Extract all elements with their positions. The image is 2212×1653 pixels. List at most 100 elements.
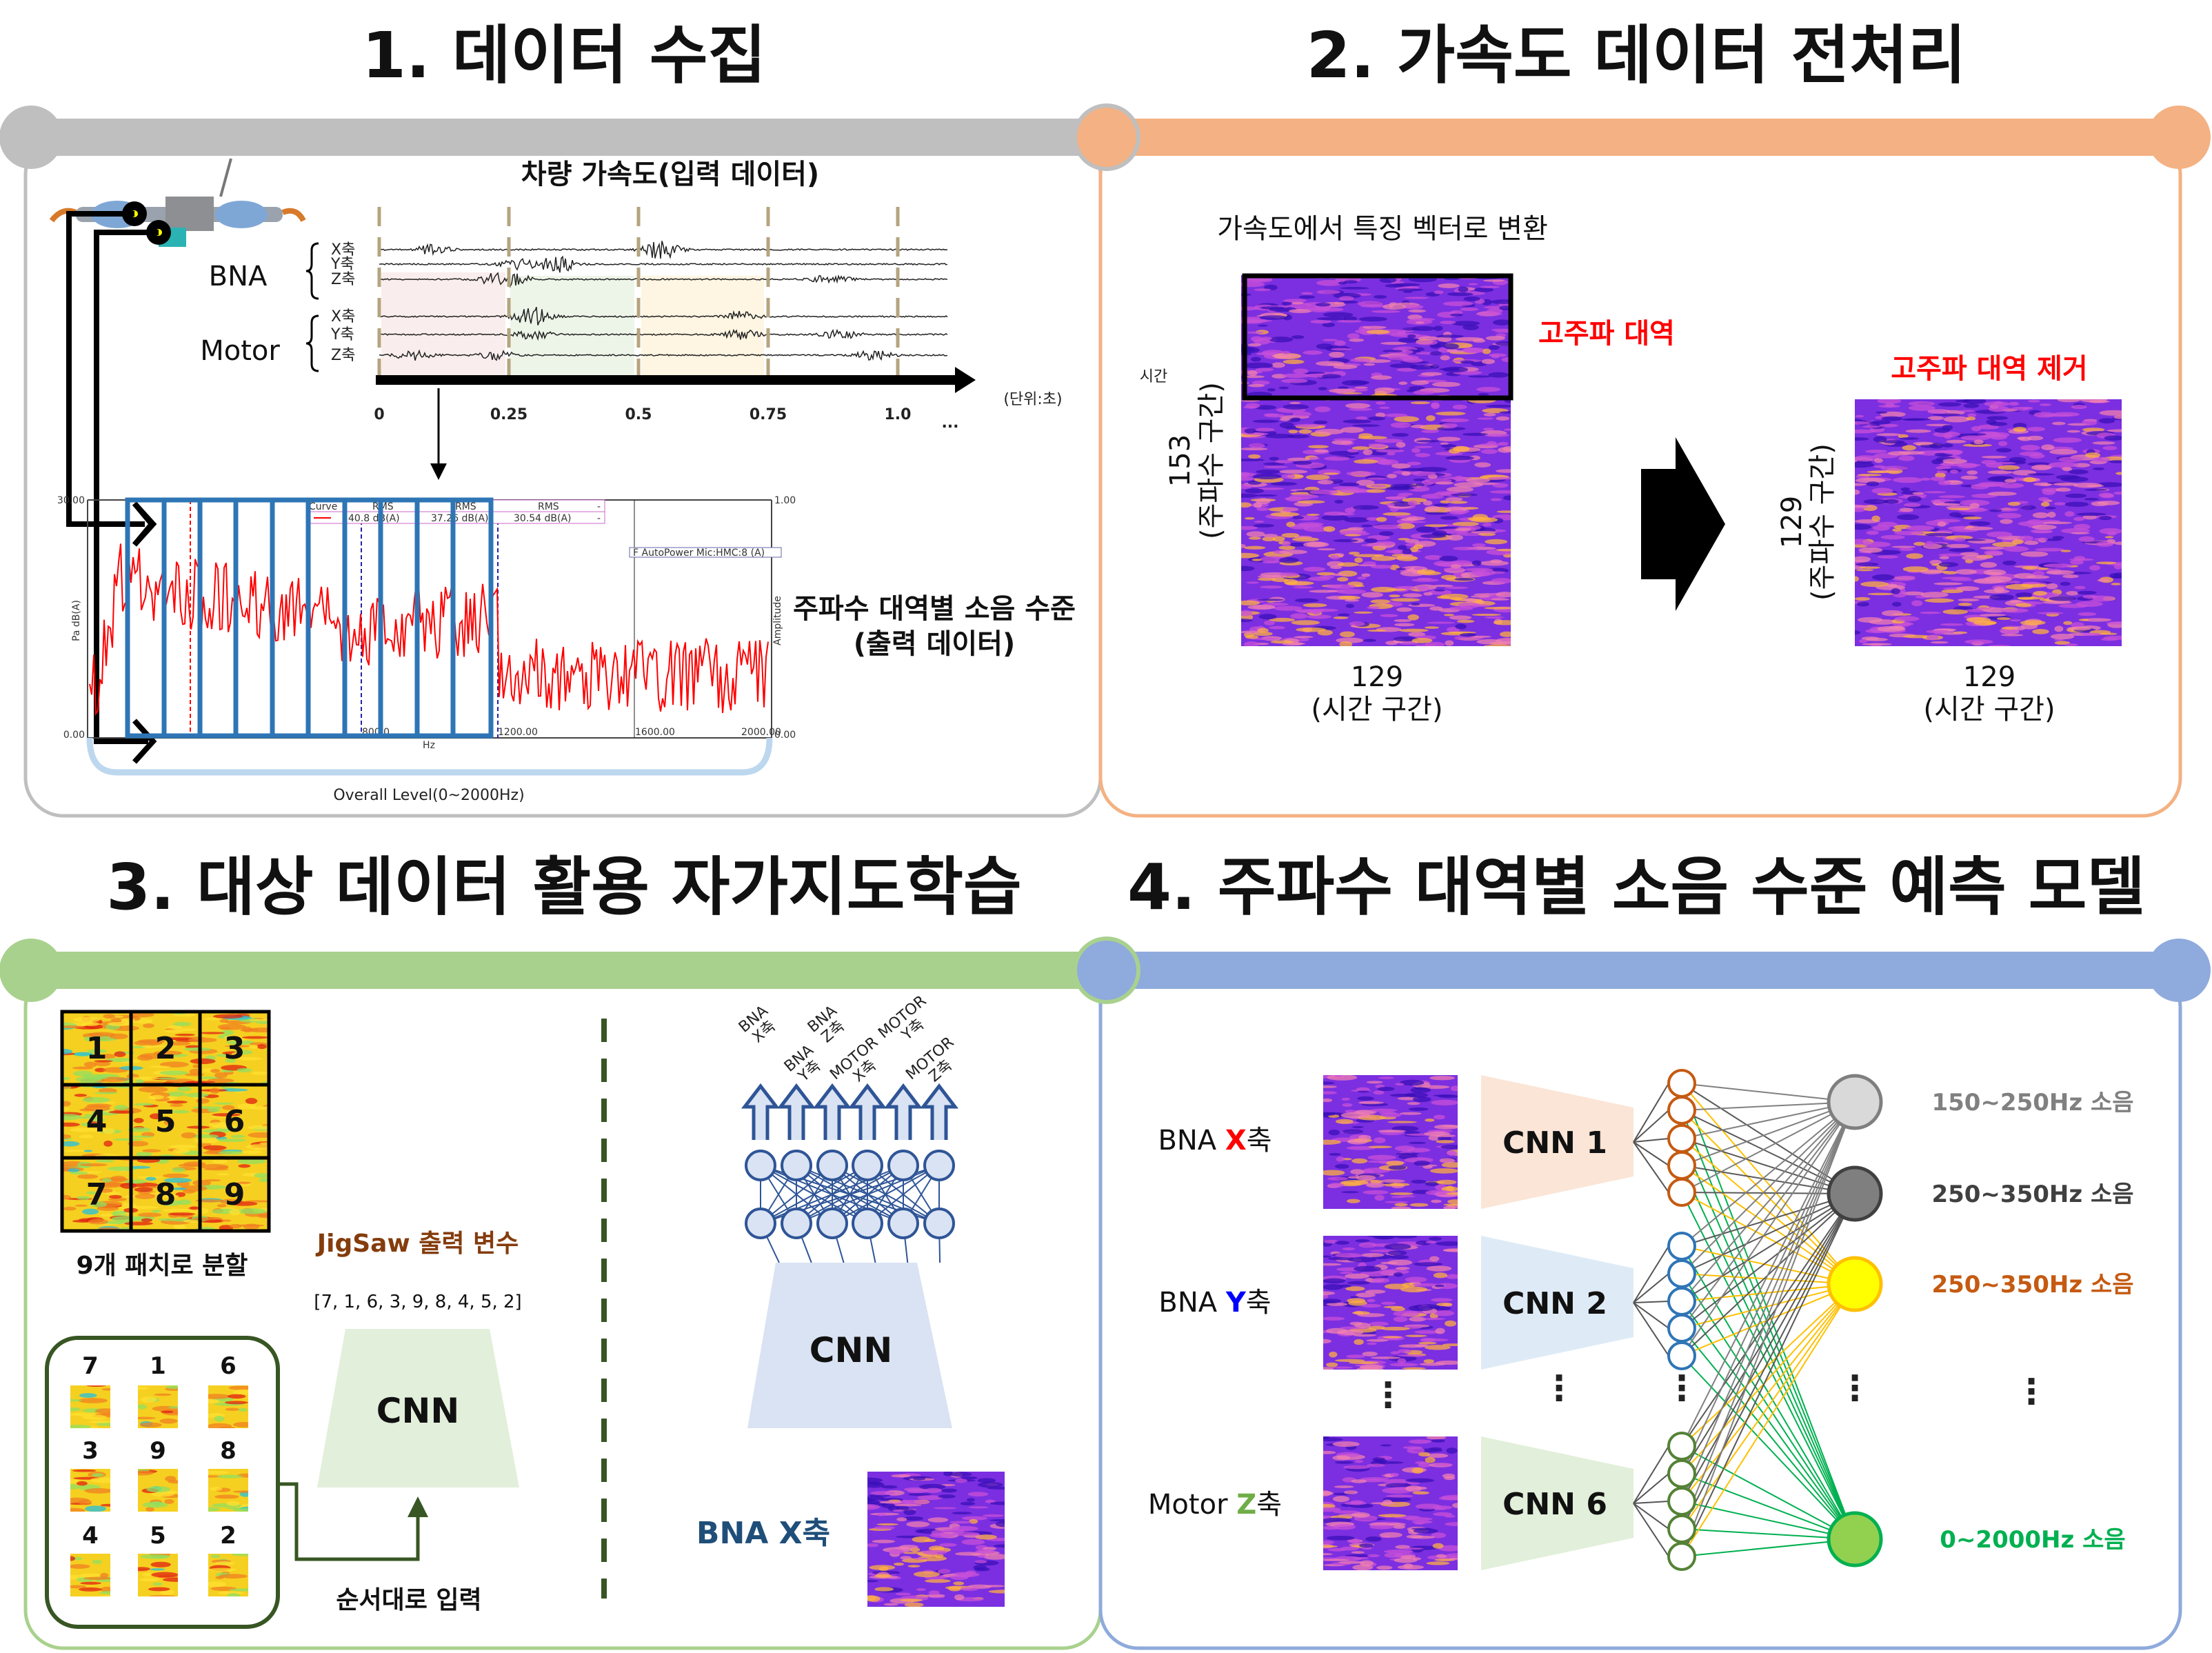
table-header-rms-3: RMS	[538, 501, 559, 512]
patch-number: 2	[220, 1522, 237, 1550]
pretext-output-label: MOTORX축	[827, 1034, 892, 1096]
output-label: 0~2000Hz 소음	[1940, 1526, 2125, 1554]
connection	[1681, 1283, 1856, 1502]
pretext-input-prefix: BNA	[696, 1516, 779, 1551]
y-right-bottom-tick: 0.00	[774, 730, 796, 741]
y-right-axis-label: Amplitude	[772, 596, 783, 645]
right-x-unit: (시간 구간)	[1923, 694, 2055, 725]
axis-label: X축	[331, 241, 355, 259]
connection	[1681, 1138, 1856, 1540]
table-value-3: 30.54 dB(A)	[514, 513, 572, 524]
time-tick-label: 1.0	[885, 406, 912, 423]
output-neuron	[1827, 1165, 1883, 1222]
model-input-label: BNA Y축	[1158, 1287, 1271, 1319]
pretext-input-label: BNA X축	[696, 1516, 830, 1551]
connection	[1681, 1193, 1856, 1530]
section-1-title: 1. 데이터 수집	[362, 19, 766, 92]
hidden-neuron	[1667, 1124, 1696, 1153]
pretext-output-label: MOTORZ축	[903, 1034, 968, 1096]
output-data-title: 주파수 대역별 소음 수준	[793, 593, 1076, 625]
connection	[1681, 1193, 1856, 1302]
connection	[1681, 1101, 1856, 1329]
input-axis: X	[1225, 1125, 1247, 1156]
grid-number: 1	[86, 1031, 108, 1066]
input-axis: Y	[1225, 1287, 1247, 1319]
neuron	[852, 1150, 883, 1181]
connection	[1681, 1528, 1856, 1540]
jigsaw-cnn-block	[317, 1329, 519, 1487]
cursor-label-1200: 1200.00	[498, 727, 538, 738]
feature-caption: 가속도에서 특징 벡터로 변환	[1217, 213, 1548, 245]
patch-image	[70, 1554, 110, 1596]
jigsaw-source-image	[62, 1012, 268, 1232]
connection	[1681, 1083, 1856, 1194]
connection	[1681, 1101, 1856, 1111]
connection	[1681, 1539, 1856, 1557]
noise-spectrum-chart: 30.00 0.00 1.00 0.00 Pa dB(A) Amplitude …	[57, 495, 796, 776]
signal-trace	[379, 328, 948, 341]
connection	[1681, 1101, 1856, 1530]
connection	[1681, 1101, 1856, 1247]
pretext-output-label: BNAX축	[736, 1002, 782, 1048]
connection	[1681, 1283, 1856, 1474]
output-neuron	[1827, 1256, 1883, 1312]
hidden-neuron	[1667, 1096, 1696, 1125]
connection	[1681, 1083, 1856, 1103]
connection	[1681, 1165, 1856, 1540]
section-2-title: 2. 가속도 데이터 전처리	[1307, 19, 1967, 92]
table-value-2: 37.26 dB(A)	[431, 513, 489, 524]
pretext-input-spectrogram	[867, 1472, 1005, 1607]
section-1-bar	[0, 106, 1107, 169]
right-x-value: 129	[1963, 661, 2015, 693]
grid-number: 8	[155, 1177, 177, 1212]
hidden-neuron	[1667, 1259, 1696, 1288]
left-x-value: 129	[1351, 661, 1403, 693]
up-arrow-icon	[919, 1083, 959, 1140]
hidden-neuron	[1667, 1487, 1696, 1516]
ellipsis-icon: ⋮	[1371, 1375, 1405, 1415]
connection	[1681, 1193, 1856, 1274]
model-input-spectrogram	[1323, 1236, 1458, 1370]
connection	[1681, 1101, 1856, 1274]
jigsaw-order: [7, 1, 6, 3, 9, 8, 4, 5, 2]	[314, 1292, 521, 1312]
hidden-neuron	[1667, 1514, 1696, 1543]
x-axis-label: Hz	[423, 740, 435, 751]
connection	[1681, 1193, 1856, 1557]
split-caption: 9개 패치로 분할	[77, 1252, 248, 1280]
input-prefix: BNA	[1158, 1287, 1225, 1319]
output-label: 250~350Hz 소음	[1931, 1271, 2133, 1299]
neuron	[887, 1150, 919, 1181]
hidden-neuron	[1667, 1069, 1696, 1098]
left-y-value: 153	[1165, 434, 1196, 487]
grid-number: 5	[155, 1104, 177, 1139]
connection	[1681, 1193, 1856, 1447]
overall-level-label: Overall Level(0~2000Hz)	[333, 787, 524, 804]
up-arrow-icon	[883, 1083, 923, 1140]
connection	[1681, 1283, 1856, 1329]
axis-label: X축	[331, 308, 355, 325]
high-band-removed-label: 고주파 대역 제거	[1891, 353, 2087, 385]
connection	[1681, 1101, 1856, 1557]
patch-number: 7	[82, 1352, 99, 1380]
axis-label: Y축	[330, 326, 354, 343]
connection	[1681, 1101, 1856, 1474]
patch-number: 4	[82, 1522, 99, 1550]
ellipsis-icon: ⋮	[1838, 1368, 1872, 1408]
time-axis	[376, 367, 976, 393]
connection	[1681, 1101, 1856, 1193]
up-arrow-icon	[741, 1083, 781, 1140]
connection	[1681, 1328, 1856, 1540]
up-arrow-icon	[847, 1083, 887, 1140]
patch-image	[208, 1385, 248, 1428]
ellipsis-icon: ⋮	[2014, 1372, 2049, 1412]
model-input-spectrogram	[1323, 1436, 1458, 1570]
model-input-label: Motor Z축	[1148, 1489, 1282, 1521]
cnn-block	[1481, 1236, 1633, 1370]
connection	[1681, 1165, 1856, 1285]
patch-number: 1	[150, 1352, 166, 1380]
neuron	[816, 1208, 848, 1239]
connection	[1681, 1245, 1856, 1285]
connection	[1681, 1192, 1856, 1194]
